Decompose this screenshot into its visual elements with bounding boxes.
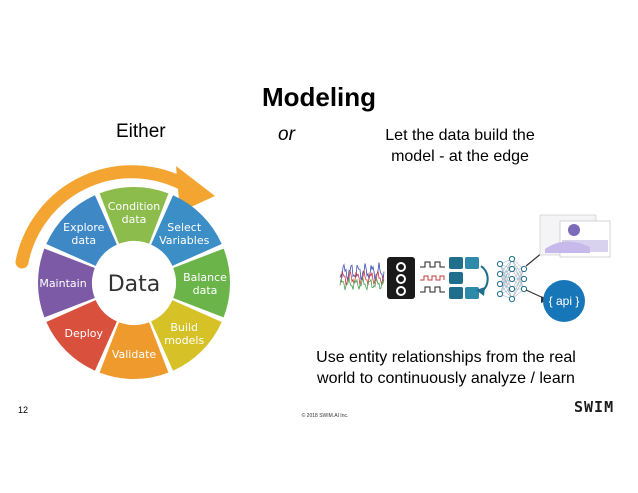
loop-arrow-icon <box>476 265 489 296</box>
cycle-segment <box>151 300 222 371</box>
swim-logo: SWIM <box>574 398 615 416</box>
signal-waveforms <box>420 261 445 293</box>
cycle-segment <box>46 300 117 371</box>
neural-network-icon <box>496 255 528 303</box>
segment-label-line2: Variables <box>159 234 210 247</box>
let-data-line2: model - at the edge <box>391 148 529 165</box>
api-label: { api } <box>549 294 580 308</box>
slide-title: Modeling <box>261 82 377 112</box>
api-badge <box>543 280 585 322</box>
cycle-segment <box>99 187 169 244</box>
data-hub <box>94 243 174 323</box>
segment-label-line2: data <box>193 284 218 297</box>
let-data-text: Let the data build the model - at the ed… <box>352 125 568 167</box>
segment-label-line2: data <box>71 234 96 247</box>
cycle-segment-label: Validate <box>112 348 157 361</box>
cycle-segment <box>151 195 222 266</box>
entity-line2: world to continuously analyze / learn <box>317 370 575 387</box>
cycle-segment-label: Deploy <box>65 327 104 340</box>
segment-label-line1: Explore <box>63 221 105 234</box>
let-data-line1: Let the data build the <box>385 127 535 144</box>
entity-line1: Use entity relationships from the real <box>316 349 576 366</box>
agent-stack <box>449 257 479 299</box>
either-label: Either <box>116 121 166 142</box>
cycle-segment <box>46 195 117 266</box>
entity-text: Use entity relationships from the real w… <box>296 347 596 389</box>
cycle-segment <box>99 322 169 379</box>
page-number: 12 <box>18 405 29 415</box>
segment-label-line2: data <box>122 213 147 226</box>
segment-label-line2: models <box>164 334 204 347</box>
cycle-arrowhead <box>176 166 215 212</box>
blank-area <box>0 440 638 493</box>
segment-label-line1: Select <box>167 221 202 234</box>
sensor-chart <box>339 258 385 292</box>
segment-label-line1: Balance <box>183 271 227 284</box>
traffic-light-icon <box>387 257 415 299</box>
cycle-arrow <box>15 165 197 269</box>
or-label: or <box>278 124 295 145</box>
hub-label: Data <box>108 272 161 297</box>
cycle-segment-label: Maintain <box>39 277 86 290</box>
segment-label-line1: Build <box>170 321 198 334</box>
dashboard-thumbnail <box>539 214 611 258</box>
segment-label-line1: Condition <box>108 200 161 213</box>
cycle-segment <box>37 248 95 318</box>
copyright: © 2018 SWIM.AI Inc. <box>301 413 349 419</box>
cycle-segment <box>173 248 231 318</box>
